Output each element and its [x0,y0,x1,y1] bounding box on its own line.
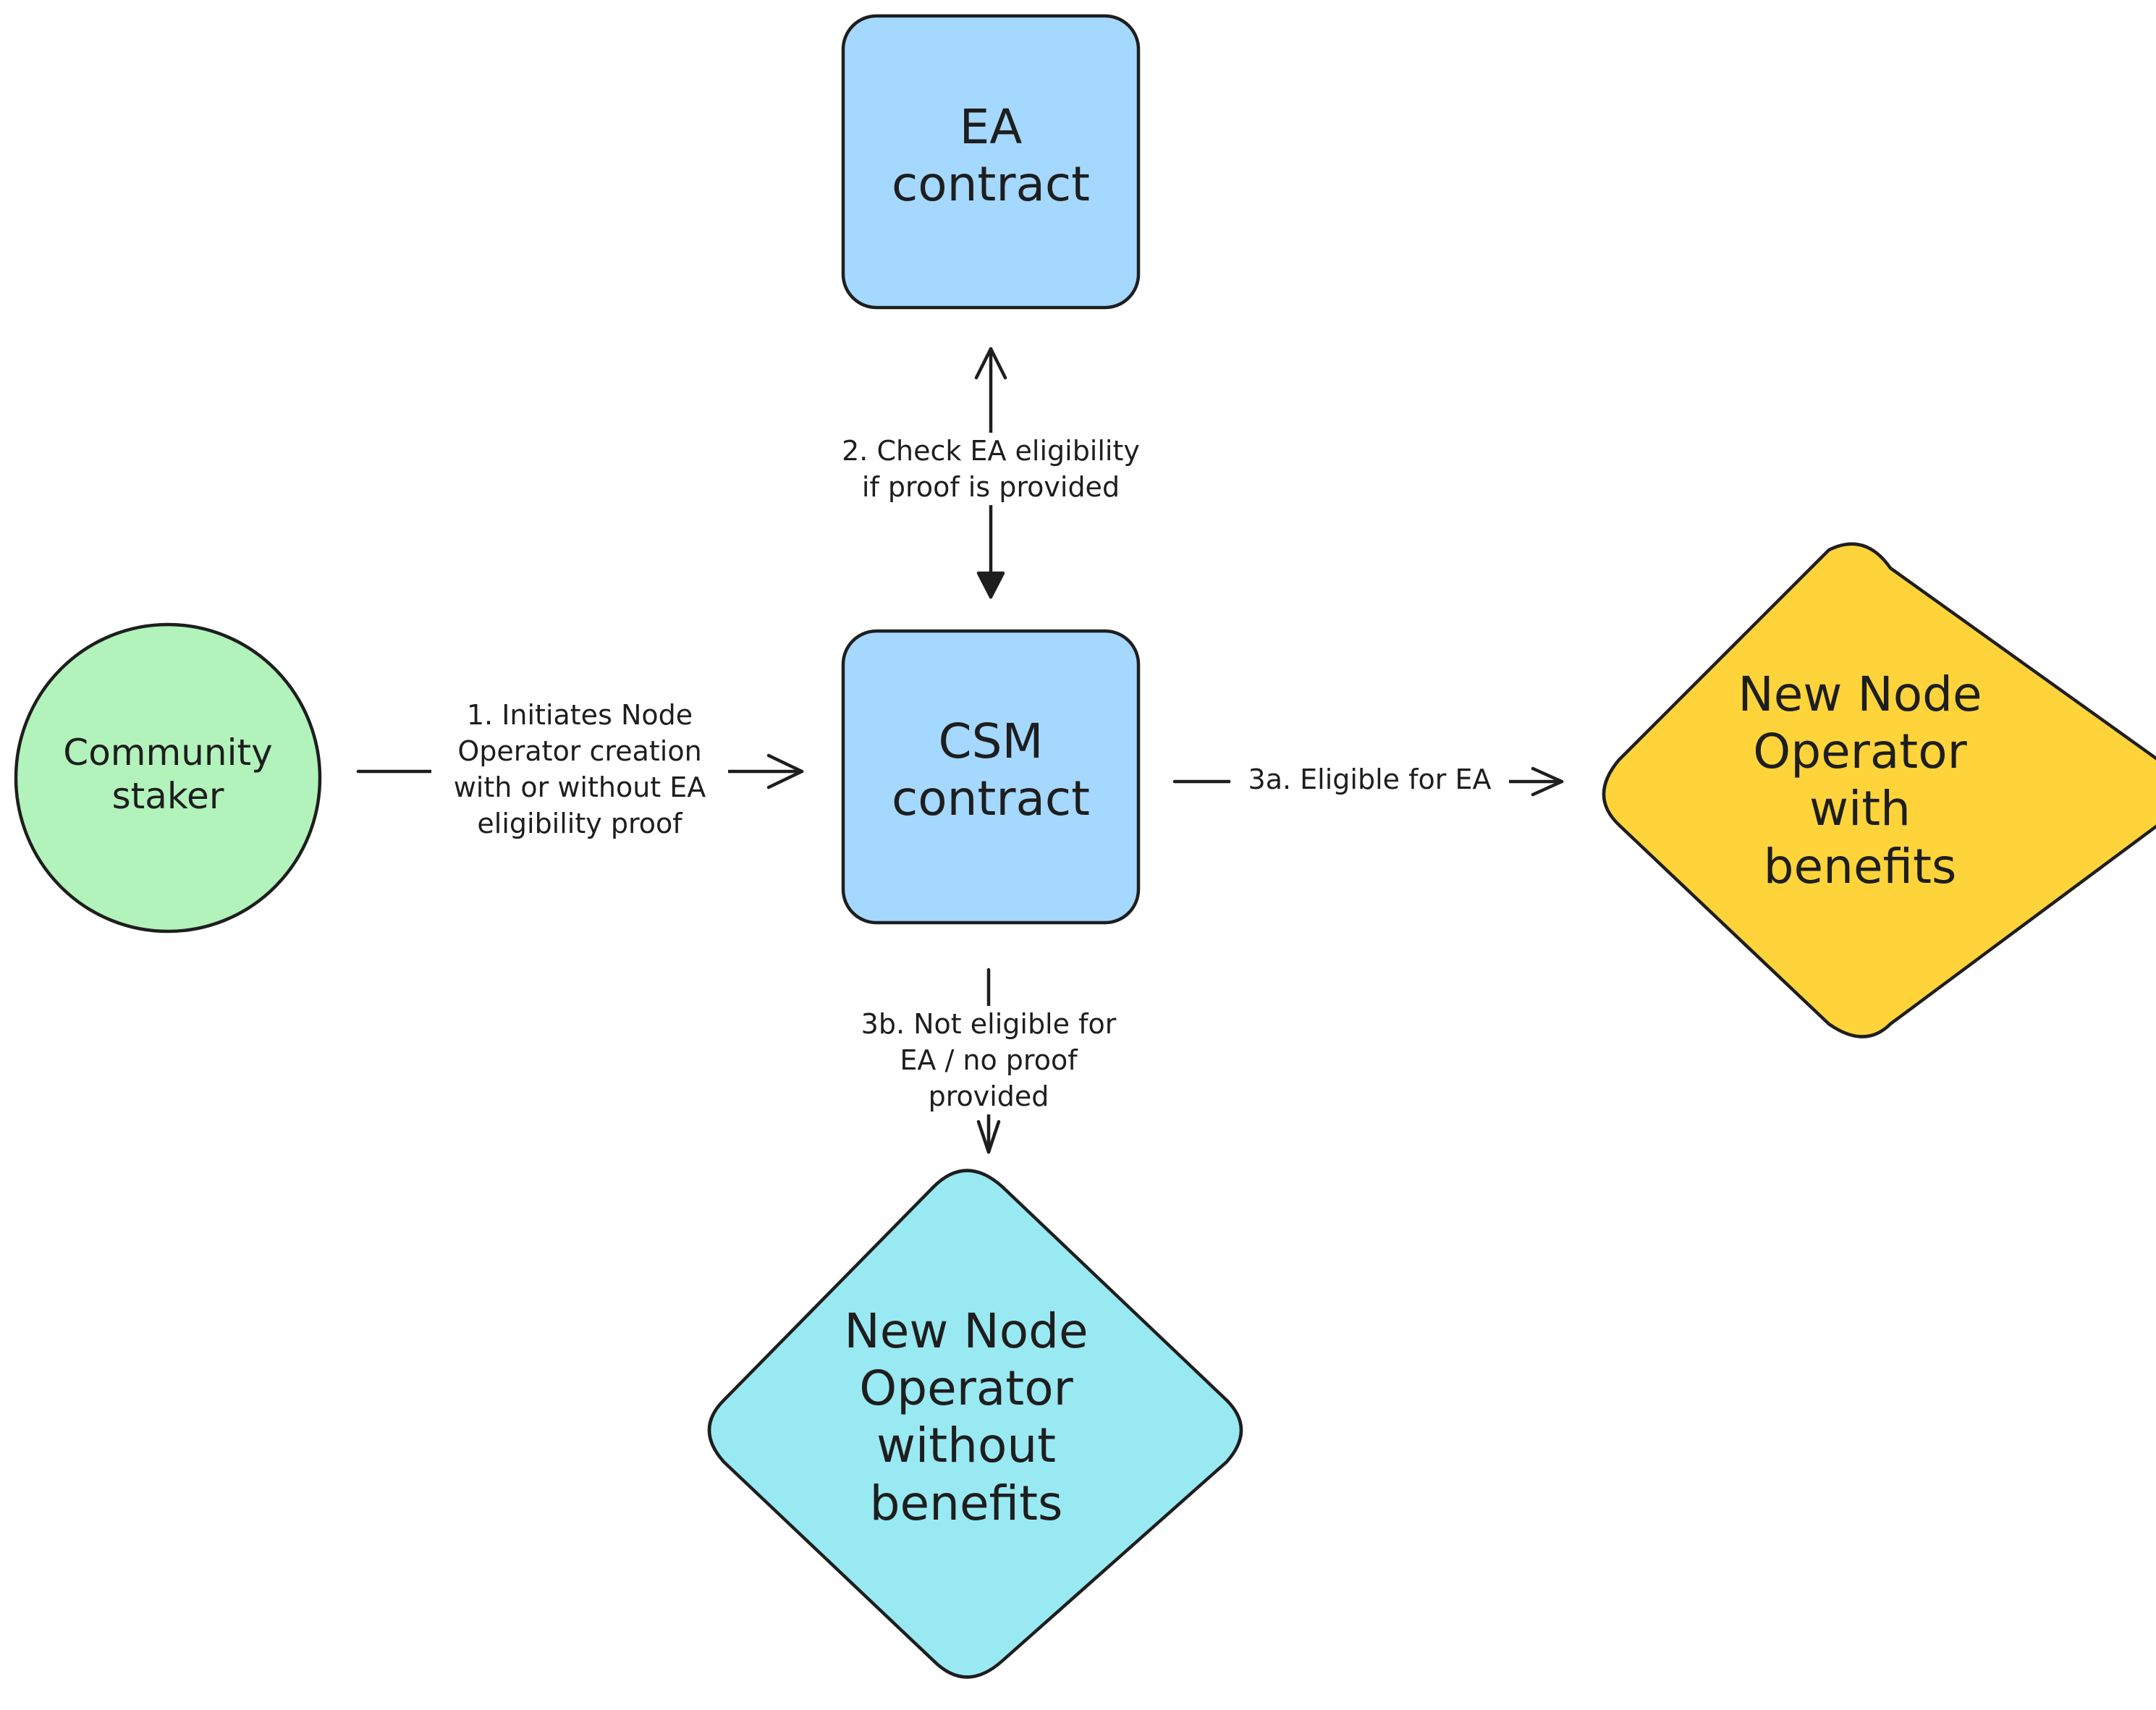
community-staker-label-line: staker [111,775,224,817]
without-benefits-label-line: without [876,1418,1057,1474]
initiates-edge-label-line: with or without EA [453,771,706,804]
eligible-edge-label-line: 3a. Eligible for EA [1248,763,1492,795]
ea-contract-box[interactable] [841,14,1141,310]
with-benefits-label: New Node Operator with benefits [1686,666,2034,895]
csm-contract-label-line: CSM [938,714,1044,769]
without-benefits-label-line: New Node [844,1303,1088,1359]
initiates-edge-label-line: 1. Initiates Node [466,699,693,731]
csm-contract-label: CSM contract [843,713,1138,827]
not-eligible-edge-label: 3b. Not eligible for EA / no proof provi… [837,1006,1141,1115]
csm-contract-box[interactable] [841,629,1141,925]
without-benefits-label-line: Operator [859,1360,1073,1417]
check-edge-label-line: 2. Check EA eligibility [842,435,1140,467]
check-edge-label-line: if proof is provided [861,471,1120,504]
with-benefits-label-line: Operator [1753,724,1967,780]
check-edge-label: 2. Check EA eligibility if proof is prov… [819,433,1163,506]
community-staker-circle[interactable] [14,622,322,934]
without-benefits-label-line: benefits [869,1475,1063,1531]
not-eligible-edge-label-line: EA / no proof [900,1044,1078,1077]
with-benefits-label-line: with [1809,781,1911,837]
initiates-edge-label-line: Operator creation [457,735,702,768]
not-eligible-edge-label-line: 3b. Not eligible for [861,1008,1117,1040]
not-eligible-edge-label-line: provided [928,1080,1049,1113]
ea-contract-label: EA contract [843,98,1138,213]
eligible-edge-label: 3a. Eligible for EA [1230,761,1509,798]
with-benefits-label-line: benefits [1763,838,1957,894]
with-benefits-diamond[interactable] [1602,542,2156,1038]
initiates-edge-label: 1. Initiates Node Operator creation with… [431,697,728,842]
with-benefits-label-line: New Node [1738,666,1982,722]
ea-contract-label-line: EA [959,99,1023,155]
community-staker-label: Community staker [16,731,320,818]
without-benefits-diamond[interactable] [707,1169,1243,1679]
community-staker-label-line: Community [63,732,273,774]
without-benefits-label: New Node Operator without benefits [792,1303,1140,1532]
initiates-edge-label-line: eligibility proof [477,808,682,840]
csm-contract-label-line: contract [891,771,1091,827]
ea-contract-label-line: contract [891,156,1091,213]
